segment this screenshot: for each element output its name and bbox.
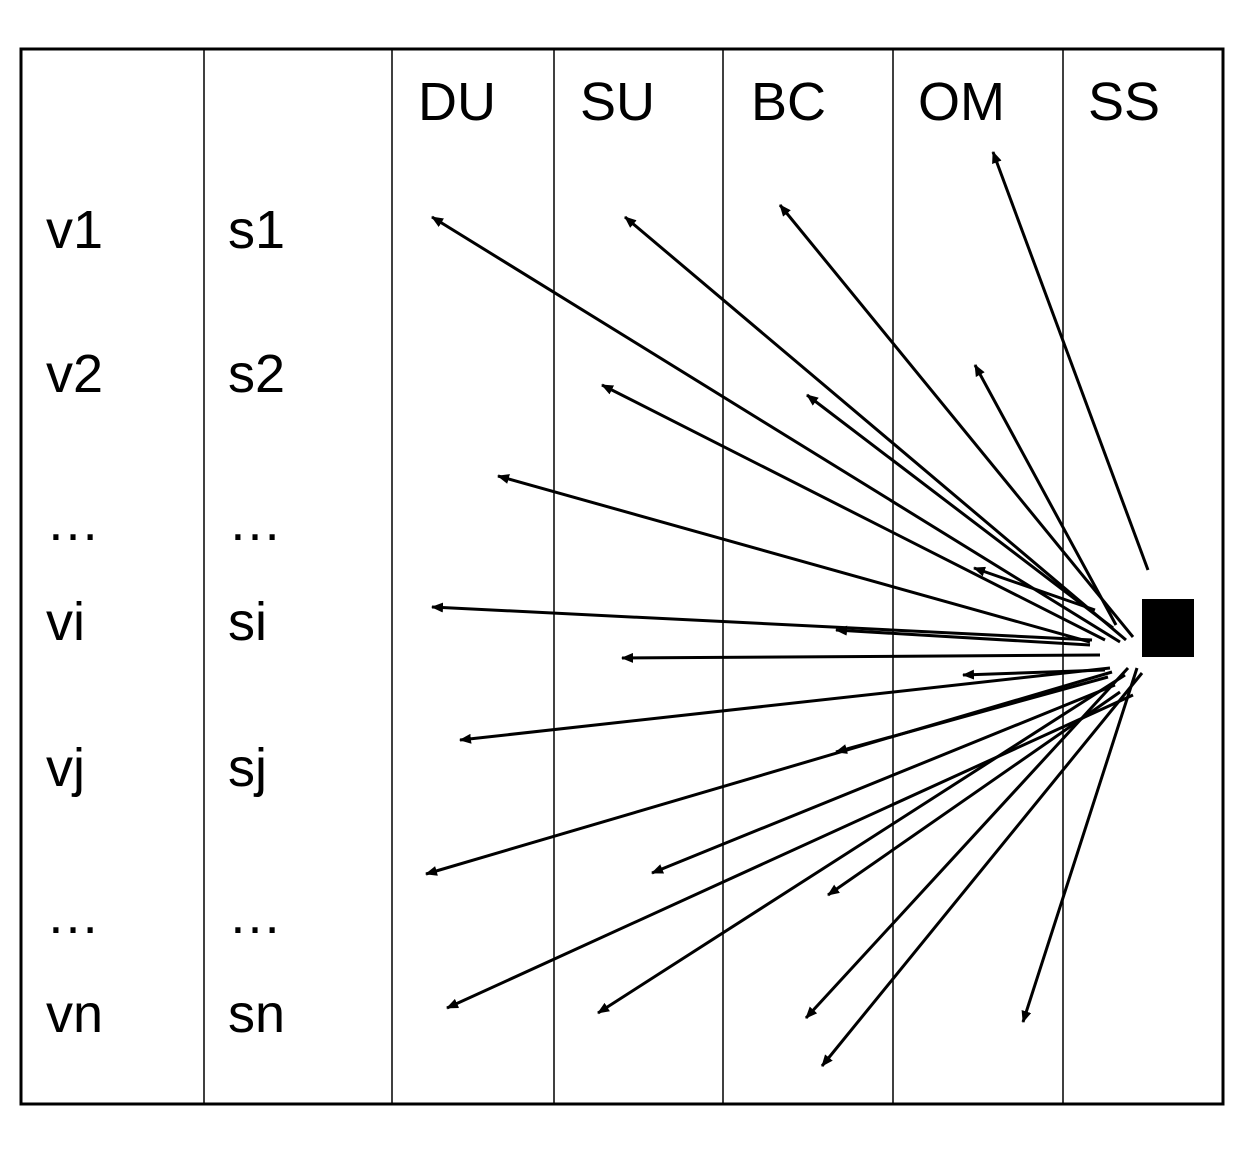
v-label-j: vj bbox=[46, 738, 85, 798]
v-ellipsis-2: … bbox=[46, 885, 100, 945]
s-labels: s1 s2 … si sj … sn bbox=[228, 200, 285, 1044]
arrow bbox=[820, 672, 1144, 1067]
v-ellipsis-1: … bbox=[46, 492, 100, 552]
v-labels: v1 v2 … vi vj … vn bbox=[46, 200, 103, 1044]
s-label-1: s1 bbox=[228, 200, 285, 260]
arrow bbox=[991, 151, 1150, 571]
arrow bbox=[1021, 667, 1139, 1023]
arrow bbox=[459, 666, 1111, 744]
arrow bbox=[973, 566, 1096, 612]
source-node bbox=[1142, 599, 1194, 657]
table-frame bbox=[19, 47, 1225, 1106]
s-ellipsis-1: … bbox=[228, 492, 282, 552]
arrows bbox=[425, 151, 1150, 1067]
v-label-i: vi bbox=[46, 592, 85, 652]
arrow bbox=[621, 652, 1101, 663]
arrow bbox=[973, 364, 1118, 626]
s-label-i: si bbox=[228, 592, 267, 652]
arrow bbox=[497, 474, 1091, 644]
s-label-n: sn bbox=[228, 984, 285, 1044]
arrow bbox=[624, 215, 1127, 642]
arrow bbox=[827, 690, 1121, 897]
arrow bbox=[597, 673, 1126, 1015]
arrow bbox=[431, 215, 1121, 644]
header-su: SU bbox=[580, 72, 655, 132]
arrow bbox=[431, 602, 1093, 642]
v-label-1: v1 bbox=[46, 200, 103, 260]
header-ss: SS bbox=[1088, 72, 1160, 132]
arrow bbox=[806, 393, 1114, 630]
header-om: OM bbox=[918, 72, 1005, 132]
arrow bbox=[446, 693, 1134, 1010]
column-headers: DU SU BC OM SS bbox=[418, 72, 1160, 132]
s-ellipsis-2: … bbox=[228, 885, 282, 945]
arrow bbox=[778, 204, 1135, 638]
v-label-2: v2 bbox=[46, 344, 103, 404]
header-bc: BC bbox=[751, 72, 826, 132]
arrow bbox=[425, 670, 1113, 876]
s-label-2: s2 bbox=[228, 344, 285, 404]
v-label-n: vn bbox=[46, 984, 103, 1044]
arrow bbox=[835, 625, 1091, 647]
arrow bbox=[804, 666, 1130, 1020]
column-dividers bbox=[203, 49, 1064, 1104]
s-label-j: sj bbox=[228, 738, 267, 798]
arrow bbox=[601, 383, 1106, 642]
header-du: DU bbox=[418, 72, 496, 132]
arrow bbox=[651, 683, 1116, 875]
